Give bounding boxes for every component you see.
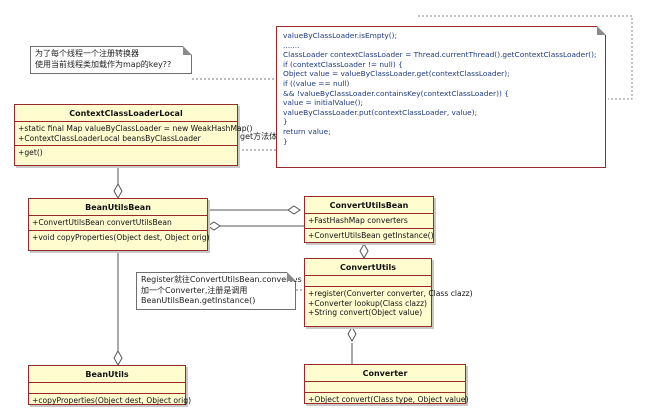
class-name: ContextClassLoaderLocal	[15, 105, 237, 122]
class-operation: +Converter lookup(Class clazz)	[308, 298, 428, 308]
class-convert-utils[interactable]: ConvertUtils +register(Converter convert…	[304, 258, 473, 327]
note-fold-icon	[183, 46, 192, 55]
code-note-shadow-frame	[418, 15, 633, 100]
class-attributes	[305, 276, 431, 287]
class-attributes	[305, 382, 465, 393]
code-line: }	[283, 136, 288, 146]
class-name: BeanUtils	[29, 366, 185, 383]
code-line: valueByClassLoader.isEmpty();	[283, 31, 398, 40]
class-context-classloader-local[interactable]: ContextClassLoaderLocal +static final Ma…	[14, 104, 253, 166]
get-method-code-note: valueByClassLoader.isEmpty(); ....... Cl…	[276, 26, 606, 168]
class-bean-utils-bean[interactable]: BeanUtilsBean +ConvertUtilsBean convertU…	[28, 198, 210, 251]
class-name: Converter	[305, 365, 465, 382]
convertutilsbean-aggregation-diamond-top	[287, 205, 301, 215]
code-line: if ((value == null)	[283, 78, 350, 88]
code-line: .......	[283, 40, 300, 50]
register-note: Register就往ConvertUtilsBean.convertes 加一个…	[136, 272, 302, 310]
code-line: && !valueByClassLoader.containsKey(conte…	[283, 88, 509, 98]
class-operations: +void copyProperties(Object dest, Object…	[29, 231, 210, 245]
class-operations: +Object convert(Class type, Object value…	[305, 393, 469, 407]
class-operation: +void copyProperties(Object dest, Object…	[32, 232, 210, 242]
class-attributes: +static final Map valueByClassLoader = n…	[15, 122, 253, 146]
code-line: ClassLoader contextClassLoader = Thread.…	[283, 50, 597, 60]
class-attribute: +static final Map valueByClassLoader = n…	[18, 124, 253, 133]
converter-aggregation-diamond	[347, 325, 357, 343]
get-method-label: get方法体	[240, 132, 278, 141]
note-line: 为了每个线程一个注册转换器	[35, 49, 139, 58]
class-bean-utils[interactable]: BeanUtils +copyProperties(Object dest, O…	[28, 365, 192, 408]
thread-key-note: 为了每个线程一个注册转换器 使用当前线程类加载作为map的key??	[30, 46, 192, 74]
convertutils-aggregation-diamond	[359, 242, 369, 260]
class-attribute: +ContextClassLoaderLocal beansByClassLoa…	[18, 133, 201, 143]
class-operations: +copyProperties(Object dest, Object orig…	[29, 394, 192, 408]
class-attribute: +FastHashMap converters	[308, 216, 408, 225]
code-line: if (contextClassLoader != null) {	[283, 59, 403, 69]
class-operation: +Object convert(Class type, Object value…	[308, 395, 469, 404]
class-attribute: +ConvertUtilsBean convertUtilsBean	[32, 218, 172, 227]
class-name: ConvertUtilsBean	[305, 197, 433, 214]
class-operations: +ConvertUtilsBean getInstance()	[305, 229, 434, 243]
note-line: BeanUtilsBean.getInstance()	[141, 296, 256, 305]
class-operation: +ConvertUtilsBean getInstance()	[308, 230, 434, 240]
beanutilsbean-aggregation-diamond-right	[207, 221, 221, 231]
code-line: value = initialValue();	[283, 98, 363, 108]
class-operation: +register(Converter converter, Class cla…	[308, 289, 473, 298]
code-line: Object value = valueByClassLoader.get(co…	[283, 69, 510, 79]
class-operations: +register(Converter converter, Class cla…	[305, 287, 473, 320]
class-name: ConvertUtils	[305, 259, 431, 276]
code-line: return value;	[283, 126, 331, 136]
class-convert-utils-bean[interactable]: ConvertUtilsBean +FastHashMap converters…	[304, 196, 434, 243]
note-line: 使用当前线程类加载作为map的key??	[35, 59, 172, 69]
note-line: Register就往ConvertUtilsBean.convertes	[141, 275, 302, 284]
class-name: BeanUtilsBean	[29, 199, 207, 216]
code-line: }	[283, 117, 288, 127]
class-attributes: +ConvertUtilsBean convertUtilsBean	[29, 216, 207, 231]
class-converter[interactable]: Converter +Object convert(Class type, Ob…	[304, 364, 469, 407]
ctx-aggregation-diamond	[113, 182, 123, 200]
class-attributes	[29, 383, 185, 394]
note-line: 加一个Converter,注册是调用	[141, 285, 248, 295]
code-line: valueByClassLoader.put(contextClassLoade…	[283, 107, 478, 117]
class-operations: +get()	[15, 146, 237, 160]
note-fold-icon	[597, 26, 606, 35]
beanutils-aggregation-diamond	[113, 349, 123, 367]
class-attributes: +FastHashMap converters	[305, 214, 433, 229]
note-fold-icon	[287, 272, 296, 281]
class-operation: +get()	[18, 148, 43, 157]
class-operation: +String convert(Object value)	[308, 308, 423, 317]
class-operation: +copyProperties(Object dest, Object orig…	[32, 396, 192, 405]
